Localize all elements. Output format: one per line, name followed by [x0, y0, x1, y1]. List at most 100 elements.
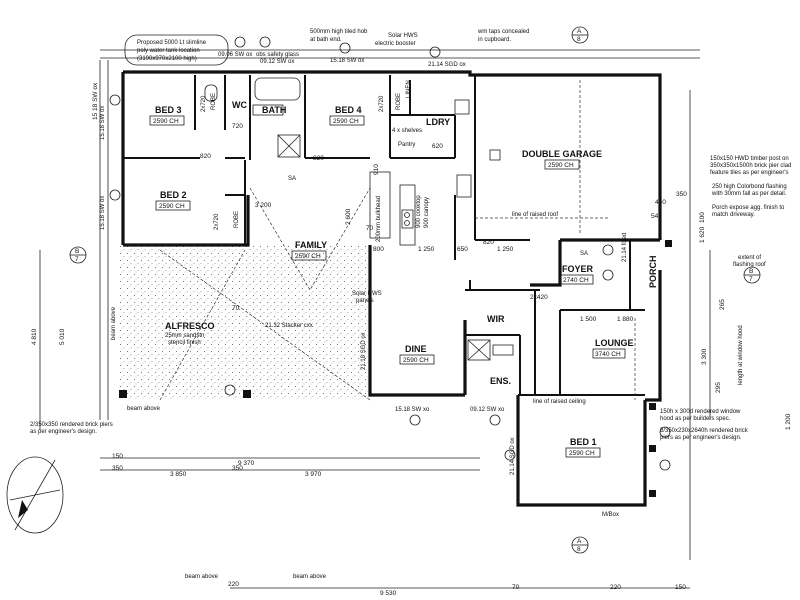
room-foyer-ch: 2740 CH [563, 277, 589, 284]
dim-350r: 350 [676, 191, 687, 198]
window-codes: 09.06 SW ox 09.12 SW ox 15.18 SW ox 21.1… [100, 52, 628, 475]
brick-piers [119, 240, 672, 497]
vanity [252, 104, 284, 116]
kitchen-bench [399, 184, 416, 246]
note-piers-left-1: 2/350x350 rendered brick piers [30, 422, 113, 428]
note-tank-1: Proposed 5000 Lt slimline [137, 40, 207, 46]
note-flash-1: 250 high Colorbond flashing [712, 184, 787, 190]
dim-820b: 820 [313, 155, 324, 162]
dim-1620: 1 620 [699, 226, 706, 243]
dim-265: 265 [719, 299, 726, 310]
dim-150: 150 [112, 453, 123, 460]
note-beam-above-4: beam above [185, 574, 219, 580]
note-extent: extent of [738, 255, 761, 261]
grid-ref-b-right-sub: 7 [749, 276, 753, 283]
note-taps-1: wm taps concealed [477, 29, 529, 35]
room-ens: ENS. [490, 376, 511, 386]
robe-bed4: ROBE [396, 93, 402, 110]
dim-100: 100 [699, 212, 706, 223]
room-family: FAMILY [295, 240, 327, 250]
dim-220a: 220 [228, 581, 239, 588]
grid-ref-a-top: A [577, 28, 582, 35]
dim-1500: 1 500 [580, 316, 597, 323]
note-bulkhead: 200mm bulkhead [376, 196, 382, 242]
window-code-left-1: 15.18 SW ox [100, 106, 106, 140]
note-raised-roof: line of raised roof [512, 212, 558, 218]
fixtures [159, 77, 636, 401]
ensuite-vanity [492, 344, 514, 356]
interior-walls [123, 75, 645, 396]
annotation-notes: Proposed 5000 Lt slimline poly water tan… [30, 29, 791, 580]
room-bed3: BED 3 [155, 105, 182, 115]
toilet-wc [204, 84, 218, 102]
note-piers-1: 3/350x230x2640h rendered brick [660, 428, 749, 434]
dim-1250b: 1 250 [497, 246, 514, 253]
room-garage-ch: 2590 CH [548, 162, 574, 169]
note-taps-2: in cupboard. [478, 37, 511, 43]
grid-markers: A 8 A 8 B 7 B 7 [69, 26, 761, 554]
dim-540: 540 [651, 213, 662, 220]
room-lounge-ch: 3740 CH [595, 351, 621, 358]
room-bed3-ch: 2590 CH [153, 118, 179, 125]
bathtub [254, 77, 301, 101]
note-window-2: hood as per builders spec. [660, 416, 731, 422]
dim-2600: 2 600 [345, 208, 352, 225]
dim-3200: 3 200 [255, 202, 272, 209]
note-canopy: 900 canopy [424, 197, 430, 228]
note-hob-1: 500mm high tiled hob [310, 29, 368, 35]
room-lory: LDRY [426, 117, 450, 127]
room-bed1: BED 1 [570, 437, 597, 447]
island-bench [369, 171, 391, 239]
room-bed4-ch: 2590 CH [333, 118, 359, 125]
dim-1880: 1 880 [617, 316, 634, 323]
room-bed1-ch: 2590 CH [569, 450, 595, 457]
robe-bed3: ROBE [211, 93, 217, 110]
grid-ref-a-top-sub: 8 [577, 36, 581, 43]
robe-bed2-dims: 2x720 [214, 213, 220, 230]
grid-ref-b-right: B [749, 268, 753, 275]
window-code-dine-left: 21.18 SGD ox [361, 332, 367, 370]
note-hws-2: electric booster [375, 41, 416, 47]
robe-bed4-dims: 2x720 [379, 95, 385, 112]
north-arrow [6, 456, 64, 534]
dim-820a: 820 [200, 153, 211, 160]
dim-9530: 9 530 [380, 590, 397, 597]
note-cooktop: 900 cooktop [416, 195, 422, 228]
note-post-3: feature tiles as per engineer's [710, 170, 789, 176]
dim-9370: 9 370 [238, 460, 255, 467]
grid-ref-a-bottom: A [577, 538, 582, 545]
note-stacker: 21.32 Stacker cxx [265, 323, 313, 329]
note-beam-above-3: beam above [293, 574, 327, 580]
dim-70c: 70 [512, 584, 520, 591]
room-porch: PORCH [648, 255, 658, 288]
note-sa-2: SA [580, 251, 588, 257]
note-tank-3: (3190x970x2100 high) [137, 56, 197, 62]
room-lounge: LOUNGE [595, 338, 634, 348]
robe-bed2: ROBE [234, 211, 240, 228]
dim-440: 440 [655, 199, 666, 206]
room-bed2-ch: 2590 CH [159, 203, 185, 210]
dim-70b: 70 [232, 305, 240, 312]
dim-720: 720 [232, 123, 243, 130]
note-mbox: M/Box [602, 512, 619, 518]
room-bed4: BED 4 [335, 105, 362, 115]
dim-1200: 1 200 [785, 413, 792, 430]
room-dine-ch: 2590 CH [403, 357, 429, 364]
dim-800: 800 [373, 246, 384, 253]
note-hws-1: Solar HWS [388, 33, 418, 39]
dim-15185: 15 18 SW ox [92, 82, 99, 120]
room-garage: DOUBLE GARAGE [522, 149, 602, 159]
alfresco-finish-2: stencil finish [168, 340, 201, 346]
alfresco-slab [120, 245, 370, 400]
note-shelves: 4 x shelves [392, 128, 422, 134]
note-flashing-roof: flashing roof [733, 262, 766, 268]
window-code-top-2: 09.12 SW ox [260, 59, 294, 65]
dim-4810: 4 810 [31, 328, 38, 345]
note-porch-2: match driveway. [712, 212, 755, 218]
note-beam-above-2: beam above [127, 406, 161, 412]
cooktop [401, 209, 414, 229]
dim-620: 620 [432, 143, 443, 150]
room-wc: WC [232, 100, 247, 110]
note-obs-glass: obs safety glass [256, 52, 299, 58]
